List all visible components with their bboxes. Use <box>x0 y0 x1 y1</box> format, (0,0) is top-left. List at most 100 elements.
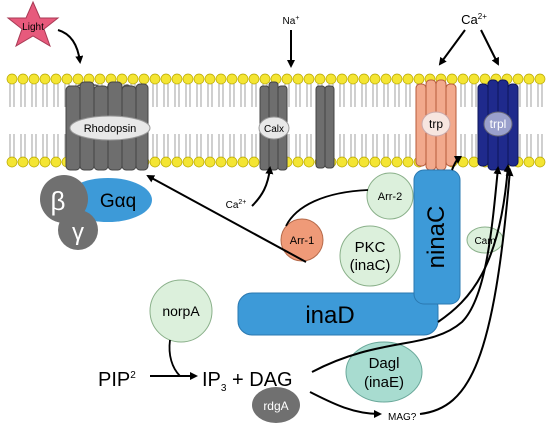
lipid-head <box>391 156 403 168</box>
cam-label: Cam <box>474 236 495 247</box>
lipid-head <box>534 156 546 168</box>
lipid-head <box>303 156 315 168</box>
arr1-rhodopsin-arrow <box>146 175 307 263</box>
light-label: Light <box>22 22 44 33</box>
light-star: Light <box>6 0 60 48</box>
lipid-head <box>325 73 337 85</box>
lipid-head <box>523 156 535 168</box>
lipid-head <box>413 73 425 85</box>
lipid-head <box>369 73 381 85</box>
lipid-head <box>61 73 73 85</box>
pathway-arrows <box>57 29 514 418</box>
inad-scaffold: inaD <box>237 292 439 336</box>
arr2-protein: Arr-2 <box>366 172 414 220</box>
lipid-head <box>17 73 29 85</box>
rdga-label: rdgA <box>263 399 288 413</box>
lipid-head <box>248 73 260 85</box>
lipid-head <box>39 73 51 85</box>
lipid-head <box>215 73 227 85</box>
lipid-head <box>94 73 106 85</box>
ninac-trp-arrow <box>451 155 462 171</box>
gaq-label: Gαq <box>100 191 136 212</box>
lipid-head <box>336 73 348 85</box>
light-arrow <box>57 29 84 64</box>
dag-trp-arrow <box>311 166 502 373</box>
arr1-link <box>285 189 369 227</box>
lipid-head <box>50 73 62 85</box>
lipid-head <box>369 156 381 168</box>
lipid-head <box>138 73 150 85</box>
g-protein: β γ Gαq <box>40 175 152 250</box>
calx-exchanger: Calx <box>258 81 335 171</box>
ninac-label: ninaC <box>423 206 450 269</box>
trpl-label: trpl <box>490 117 507 131</box>
lipid-head <box>380 156 392 168</box>
lipid-head <box>127 73 139 85</box>
gamma-label: γ <box>72 219 84 246</box>
lipid-head <box>292 156 304 168</box>
arr2-label: Arr-2 <box>378 191 402 203</box>
lipid-head <box>292 73 304 85</box>
pkc-protein: PKC (inaC) <box>339 225 401 287</box>
ca-top-label: Ca2+ <box>461 12 487 27</box>
dagl-protein: Dagl (inaE) <box>345 341 423 403</box>
lipid-head <box>171 73 183 85</box>
trp-label: trp <box>429 117 443 131</box>
lipid-head <box>171 156 183 168</box>
arr1-protein: Arr-1 <box>280 218 324 262</box>
lipid-head <box>512 73 524 85</box>
lipid-head <box>204 73 216 85</box>
lipid-head <box>281 73 293 85</box>
na-label: Na+ <box>283 15 300 27</box>
lipid-head <box>149 73 161 85</box>
lipid-head <box>17 156 29 168</box>
lipid-head <box>28 73 40 85</box>
lipid-head <box>468 73 480 85</box>
ca-mid-label: Ca2+ <box>226 199 247 211</box>
lipid-head <box>347 156 359 168</box>
lipid-head <box>314 73 326 85</box>
lipid-head <box>28 156 40 168</box>
lipid-head <box>193 73 205 85</box>
beta-label: β <box>51 186 66 216</box>
lipid-head <box>160 156 172 168</box>
lipid-head <box>204 156 216 168</box>
lipid-head <box>182 73 194 85</box>
lipid-head <box>215 156 227 168</box>
pip2-label: PIP2 <box>98 369 136 391</box>
lipid-head <box>402 73 414 85</box>
lipid-head <box>248 156 260 168</box>
lipid-head <box>6 73 18 85</box>
calx-label: Calx <box>264 124 284 135</box>
lipid-head <box>6 156 18 168</box>
lipid-head <box>193 156 205 168</box>
norpa-pip2-link <box>168 339 181 377</box>
lipid-head <box>358 156 370 168</box>
lipid-head <box>149 156 161 168</box>
lipid-head <box>182 156 194 168</box>
lipid-head <box>226 73 238 85</box>
lipid-head <box>347 73 359 85</box>
norpa-protein: norpA <box>149 279 213 343</box>
ca-trpl-arrow <box>480 29 499 66</box>
dagl-label-line1: Dagl <box>369 355 400 372</box>
lipid-head <box>380 73 392 85</box>
ca-trp-arrow <box>438 29 466 66</box>
lipid-head <box>457 156 469 168</box>
lipid-head <box>303 73 315 85</box>
rhodopsin-receptor: Rhodopsin <box>65 81 151 171</box>
cam-trpl-arrow <box>437 164 512 323</box>
lipid-head <box>534 73 546 85</box>
dagl-label-line2: (inaE) <box>364 374 404 391</box>
dag-mag-arrow <box>309 391 382 418</box>
lipid-head <box>50 156 62 168</box>
lipid-head <box>226 156 238 168</box>
calx-ca-arrow <box>251 166 274 207</box>
ninac-protein: ninaC <box>413 169 461 305</box>
ip3-dag-label: IP3 + DAG <box>202 369 293 394</box>
lipid-head <box>160 73 172 85</box>
mag-trpl-arrow <box>419 168 514 415</box>
lipid-head <box>259 73 271 85</box>
trp-channel: trp <box>415 79 457 171</box>
rhodopsin-label: Rhodopsin <box>84 123 137 135</box>
